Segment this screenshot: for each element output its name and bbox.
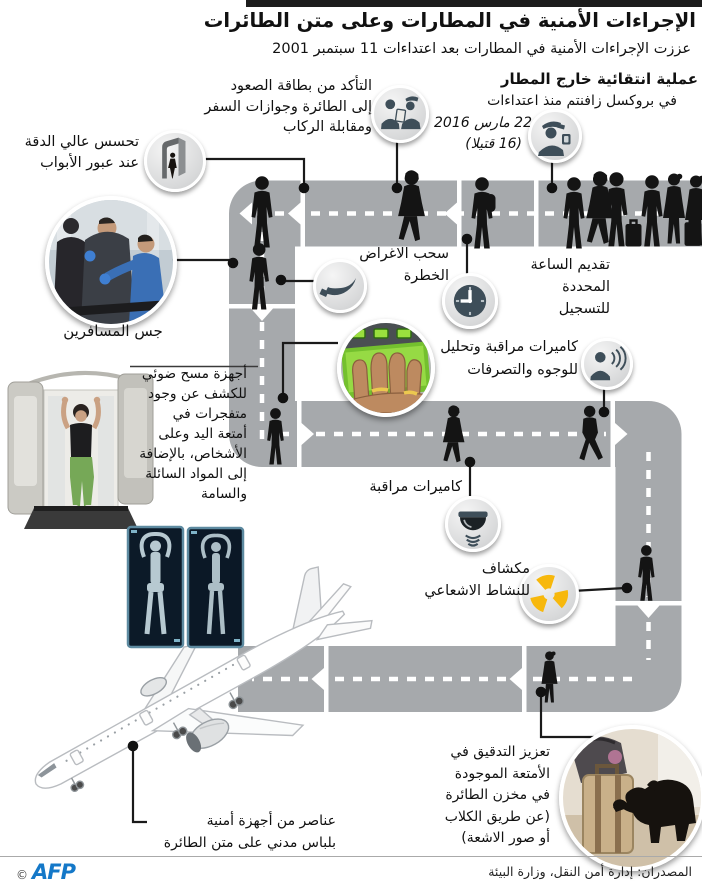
top-black-bar bbox=[246, 0, 702, 7]
afp-logo-text: AFP bbox=[32, 860, 76, 884]
frisking-caption: جس المسافرين bbox=[63, 322, 163, 340]
frisking-photo bbox=[45, 196, 177, 328]
surveillance-caption: كاميرات مراقبة bbox=[369, 479, 462, 495]
source-credit: المصدران: إدارة أمن النقل، وزارة البيئة bbox=[488, 864, 692, 879]
police-officer-icon bbox=[528, 109, 582, 163]
copyright-symbol: © bbox=[16, 868, 28, 882]
passenger-silhouettes bbox=[249, 170, 702, 703]
outside-selection-line2: في بروكسل زافنتم منذ اعتداءات bbox=[487, 93, 677, 109]
airplane-illustration bbox=[34, 566, 373, 793]
page-subtitle: عززت الإجراءات الأمنية في المطارات بعد ا… bbox=[272, 41, 691, 57]
scanner-person bbox=[61, 396, 101, 510]
connector-dots bbox=[127, 182, 633, 752]
body-scanner-illustration bbox=[7, 371, 154, 529]
outside-selection-heading: عملية انتقائية خارج المطار bbox=[500, 70, 698, 88]
face-waves-icon bbox=[581, 338, 633, 390]
hold-baggage-label: تعزيز التدقيق في الأمتعة الموجودة في مخز… bbox=[444, 744, 550, 846]
knife-icon bbox=[313, 259, 367, 313]
dog bbox=[613, 779, 696, 843]
airplane-engine bbox=[186, 707, 230, 753]
radiation-detector-label: مكشاف للنشاط الاشعاعي bbox=[424, 561, 530, 599]
air-marshals-label: عناصر من أجهزة أمنية بلباس مدني على متن … bbox=[163, 813, 336, 851]
radiation-trefoil-icon bbox=[519, 564, 579, 624]
dangerous-items-label: سحب الاغراض الخطرة bbox=[359, 246, 449, 284]
xray-scan-images bbox=[126, 525, 245, 649]
gate-detector-label: تحسس عالي الدقة عند عبور الأبواب bbox=[24, 134, 139, 171]
boarding-check-label: التأكد من بطاقة الصعود إلى الطائرة وجواز… bbox=[204, 78, 372, 135]
checkin-time-label: تقديم الساعة المحددة للتسجيل bbox=[530, 257, 610, 317]
page-title: الإجراءات الأمنية في المطارات وعلى متن ا… bbox=[203, 9, 696, 32]
clock-icon bbox=[442, 273, 498, 329]
outside-selection-casualties: (16 قتيلا) bbox=[465, 136, 522, 152]
fingerprint-scan-photo bbox=[337, 319, 435, 417]
hand bbox=[342, 352, 431, 413]
footer-divider bbox=[0, 856, 702, 857]
dark-bag bbox=[573, 736, 627, 783]
body-scanners-label: أجهزة مسح ضوئي للكشف عن وجود متفجرات في … bbox=[139, 366, 247, 502]
outside-selection-date: 22 مارس 2016 bbox=[434, 115, 532, 131]
sniffer-dog-photo bbox=[559, 725, 702, 871]
face-analysis-label: كاميرات مراقبة وتحليل للوجوه والتصرفات bbox=[440, 339, 578, 378]
metal-detector-gate-icon bbox=[144, 130, 206, 192]
document-check-icon bbox=[371, 85, 429, 143]
dome-camera-icon bbox=[445, 496, 501, 552]
suitcase bbox=[582, 764, 634, 854]
afp-logo: © AFP bbox=[16, 860, 76, 884]
